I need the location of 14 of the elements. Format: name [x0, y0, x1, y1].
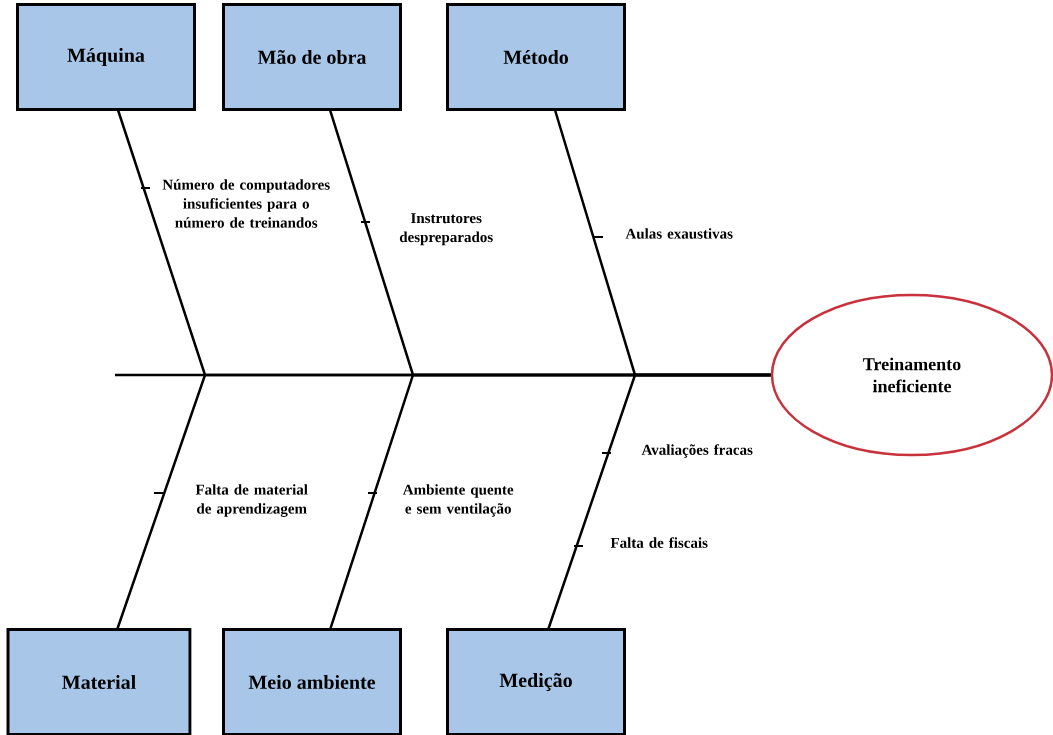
category-box: Material [6, 628, 192, 735]
category-box: Máquina [16, 3, 196, 111]
cause-label: Falta de fiscais [610, 537, 708, 548]
cause-label: Aulas exaustivas [625, 228, 733, 239]
cause-label: Avaliações fracas [641, 444, 753, 458]
bone-line [546, 373, 771, 631]
category-box: Meio ambiente [222, 628, 402, 735]
category-box: Método [446, 3, 626, 111]
category-box: Mão de obra [222, 3, 402, 111]
cause-label: Instrutores despreparados [399, 213, 493, 246]
cause-label: Falta de material de aprendizagem [195, 484, 308, 517]
category-box: Medição [446, 628, 626, 735]
cause-label: Número de computadores insuficientes para o número de treinandos [162, 179, 330, 228]
cause-label: Ambiente quente e sem ventilação [402, 484, 514, 517]
